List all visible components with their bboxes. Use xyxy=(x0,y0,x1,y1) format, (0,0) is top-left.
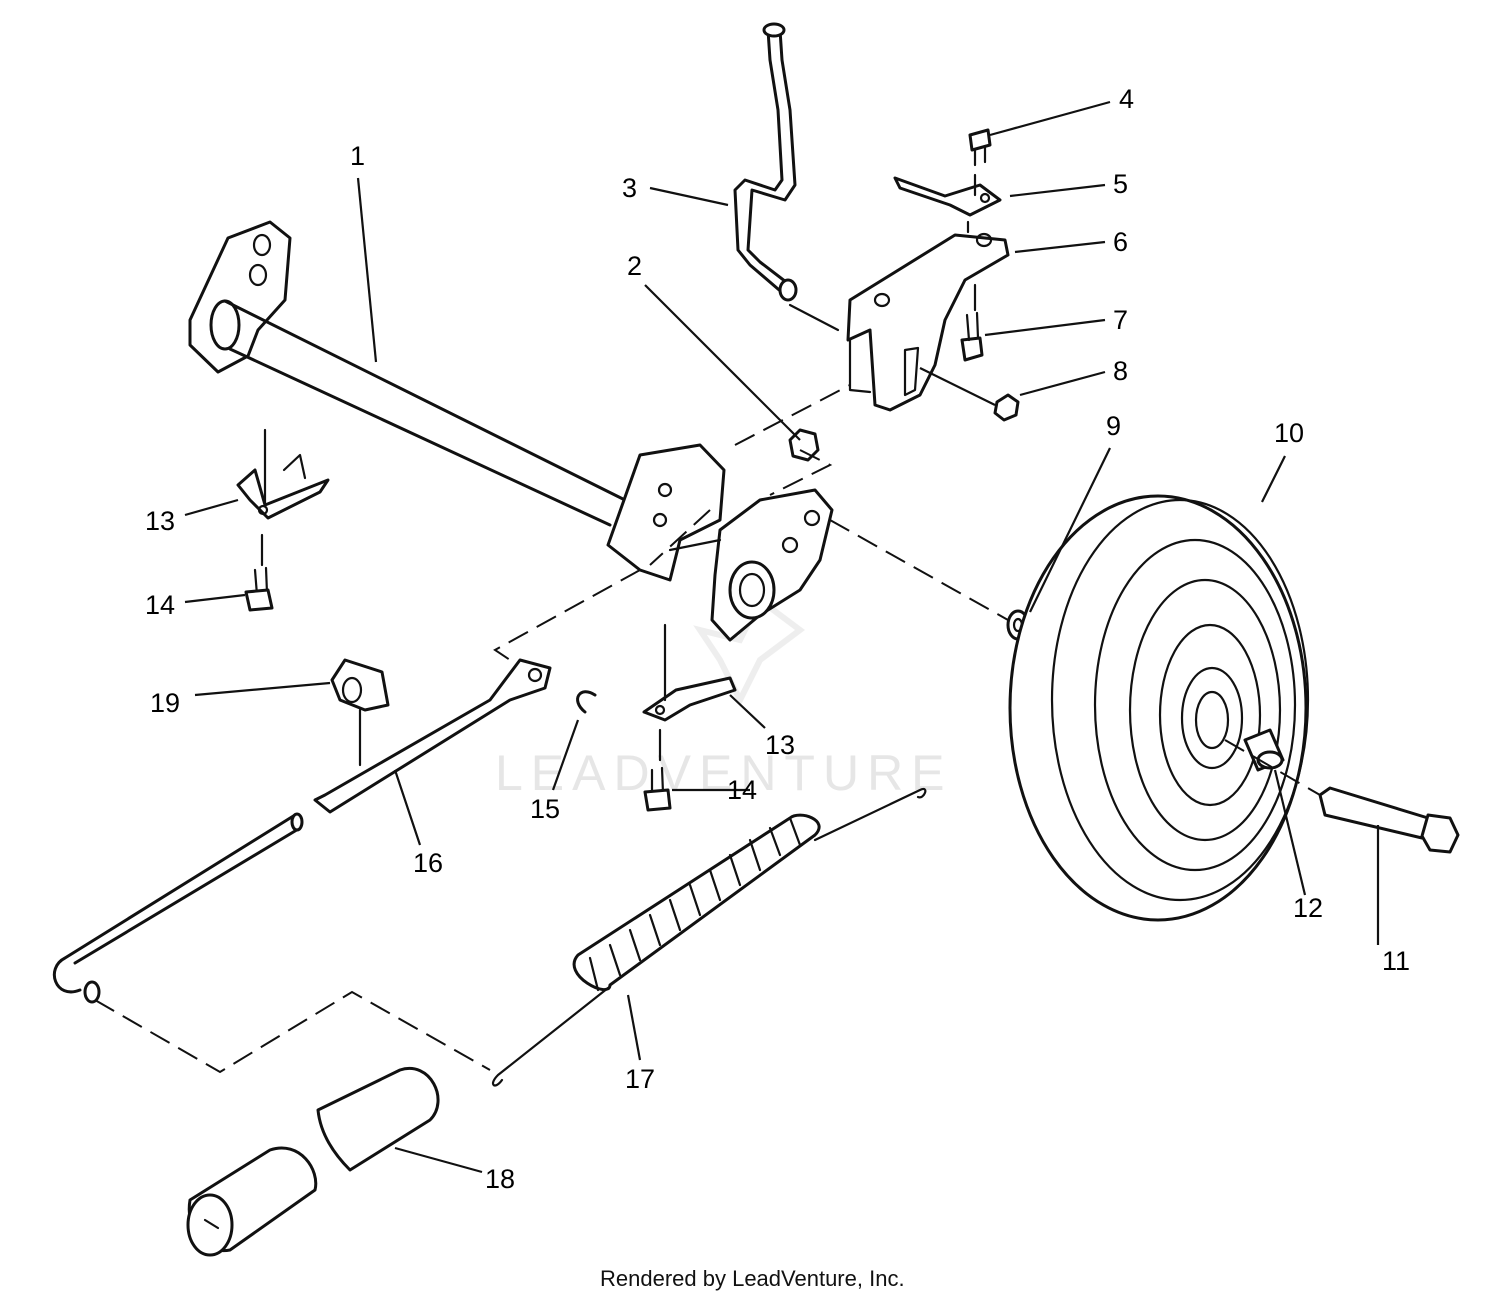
rod-16 xyxy=(313,658,552,814)
callout-8: 8 xyxy=(1113,356,1128,386)
callout-1: 1 xyxy=(350,141,365,171)
callout-2: 2 xyxy=(627,251,642,281)
screw-7 xyxy=(960,311,984,362)
callout-16: 16 xyxy=(413,848,443,878)
callout-11: 11 xyxy=(1382,946,1410,976)
wheel xyxy=(1008,494,1310,922)
callout-13-left: 13 xyxy=(145,506,175,536)
plate-5 xyxy=(893,176,1002,217)
callout-4: 4 xyxy=(1119,84,1134,114)
callout-17: 17 xyxy=(625,1064,655,1094)
clip-13-left xyxy=(236,453,330,520)
screw-14-left xyxy=(244,566,274,612)
callout-9: 9 xyxy=(1106,411,1121,441)
leader-lines xyxy=(184,100,1380,1174)
nut-8 xyxy=(993,393,1020,422)
screw-14-center xyxy=(643,766,672,812)
handle-rod xyxy=(52,812,304,1004)
axle-tube xyxy=(188,220,834,642)
callout-14-center: 14 xyxy=(727,775,757,805)
callout-18: 18 xyxy=(485,1164,515,1194)
callout-19: 19 xyxy=(150,688,180,718)
bolt-4 xyxy=(968,128,992,167)
callout-3: 3 xyxy=(622,173,637,203)
grip-18 xyxy=(186,1066,440,1257)
lift-lever-rod xyxy=(733,22,798,302)
callout-7: 7 xyxy=(1113,305,1128,335)
callout-5: 5 xyxy=(1113,169,1128,199)
callout-15: 15 xyxy=(530,794,560,824)
cap-19 xyxy=(330,658,390,712)
callout-14-left: 14 xyxy=(145,590,175,620)
bushing-12 xyxy=(1243,728,1285,772)
callout-6: 6 xyxy=(1113,227,1128,257)
callout-10: 10 xyxy=(1274,418,1304,448)
callout-labels: 1 2 3 4 5 6 7 8 9 10 11 12 13 14 13 14 1… xyxy=(145,84,1410,1194)
assembly-dashed-lines xyxy=(94,173,1321,1074)
shoulder-bolt-11 xyxy=(1318,786,1460,854)
ring-15 xyxy=(576,690,597,714)
watermark-logo xyxy=(693,595,805,707)
callout-12: 12 xyxy=(1293,893,1323,923)
clip-13-center xyxy=(642,676,737,722)
spring-17 xyxy=(491,787,927,1087)
bracket xyxy=(846,232,1010,412)
callout-13-center: 13 xyxy=(765,730,795,760)
watermark-text: LEADVENTURE xyxy=(495,745,953,801)
render-credit: Rendered by LeadVenture, Inc. xyxy=(600,1266,905,1291)
